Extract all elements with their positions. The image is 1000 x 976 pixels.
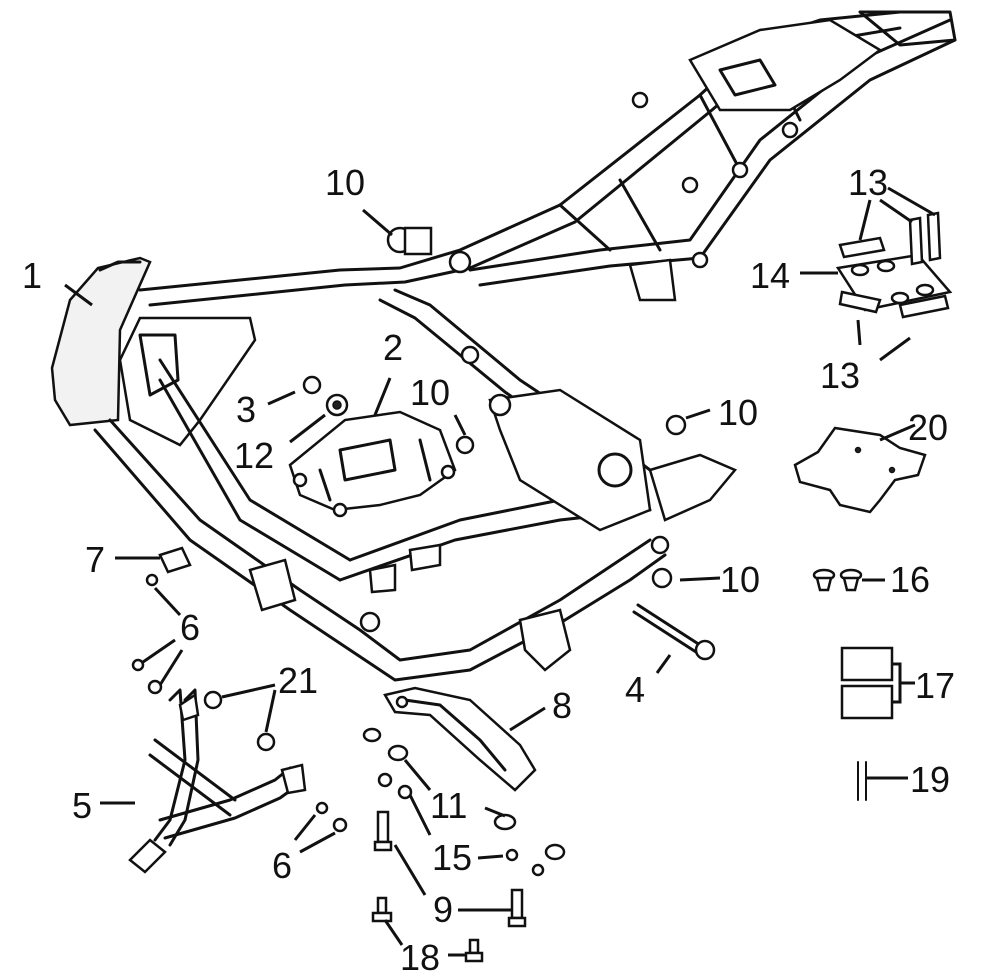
screw-6e [332, 817, 348, 833]
washer-11d [544, 843, 566, 861]
label-2: 2 [383, 327, 403, 368]
label-10d: 10 [720, 559, 760, 600]
bolt-4 [632, 603, 716, 661]
label-18: 18 [400, 937, 440, 976]
label-10c: 10 [718, 392, 758, 433]
screw-6c [147, 679, 163, 695]
screw-6a [145, 573, 159, 587]
nut-21a [203, 690, 223, 710]
strip-13c [926, 211, 942, 262]
label-11: 11 [430, 785, 467, 826]
insulation-sheet-20 [793, 426, 927, 514]
screw-6d [315, 801, 329, 815]
washer-11a [362, 727, 382, 743]
sponge-pad-17a [840, 646, 894, 682]
label-12: 12 [234, 435, 274, 476]
screw-6b [131, 658, 145, 672]
label-9: 9 [433, 889, 453, 930]
label-21: 21 [278, 660, 318, 701]
label-15: 15 [432, 837, 472, 878]
side-stand-bracket [128, 688, 307, 874]
label-7: 7 [85, 539, 105, 580]
bolt-18b [464, 938, 484, 963]
nut-10-lower [651, 567, 673, 589]
label-10a: 10 [325, 162, 365, 203]
label-10b: 10 [410, 372, 450, 413]
label-13a: 13 [848, 162, 888, 203]
strip-13b [908, 216, 924, 266]
label-16: 16 [890, 559, 930, 600]
label-14: 14 [750, 255, 790, 296]
spacer-15c [505, 848, 519, 862]
washer-11b [387, 744, 409, 762]
spacer-15a [377, 772, 393, 788]
label-8: 8 [552, 685, 572, 726]
label-19: 19 [910, 759, 950, 800]
grommet-16b [839, 568, 863, 592]
bolt-18a [371, 896, 393, 923]
label-5: 5 [72, 785, 92, 826]
main-frame [50, 10, 957, 682]
nut-10-middle [455, 435, 475, 455]
sponge-pad-17b [840, 684, 894, 720]
label-3: 3 [236, 389, 256, 430]
grommet-16a [812, 568, 836, 592]
bolt-9b [507, 888, 527, 928]
clip-19 [857, 761, 867, 801]
bolt-9a [373, 810, 393, 852]
bracket-7 [158, 546, 192, 574]
strip-13e [898, 294, 950, 319]
label-20: 20 [908, 407, 948, 448]
nut-10-right [665, 414, 687, 436]
nut-21b [256, 732, 276, 752]
strip-13d [838, 290, 882, 314]
engine-mount-plate [288, 410, 457, 518]
label-13b: 13 [820, 355, 860, 396]
nut-3 [302, 375, 322, 395]
label-4: 4 [625, 669, 645, 710]
callout-labels: 1 2 3 4 5 6 6 7 8 9 10 10 10 10 11 12 13… [22, 162, 955, 976]
spacer-15d [531, 863, 545, 877]
washer-11c [493, 813, 517, 831]
label-1: 1 [22, 255, 42, 296]
skid-plate-8 [383, 686, 537, 792]
strip-13a [838, 236, 886, 259]
label-6a: 6 [180, 607, 200, 648]
spacer-15b [397, 784, 413, 800]
label-17: 17 [915, 665, 955, 706]
label-6b: 6 [272, 845, 292, 886]
leader-lines [64, 186, 936, 957]
